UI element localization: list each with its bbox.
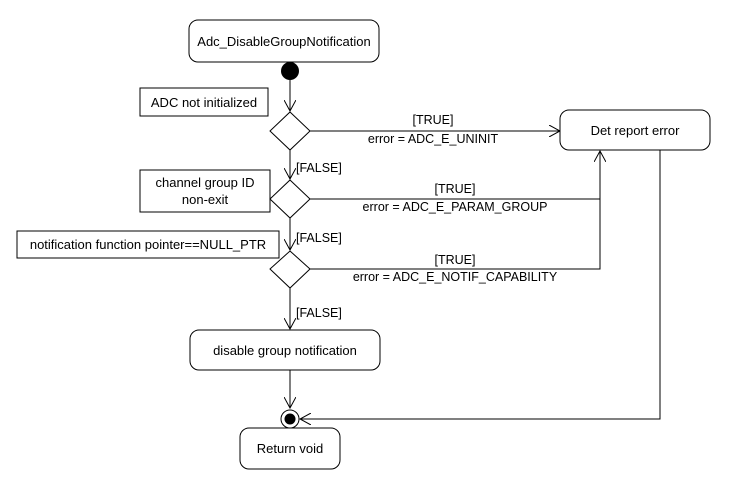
note-group-id: channel group ID non-exit <box>139 169 271 213</box>
det-report-error-node: Det report error <box>559 109 711 151</box>
initial-node <box>281 62 299 80</box>
note-not-initialized-text: ADC not initialized <box>151 95 257 110</box>
return-void-node: Return void <box>239 427 341 470</box>
guard-true2: [TRUE] <box>435 182 476 196</box>
return-void-label: Return void <box>257 441 323 456</box>
final-node <box>280 409 300 429</box>
note-not-initialized: ADC not initialized <box>139 87 269 117</box>
guard-false3: [FALSE] <box>296 306 342 320</box>
note-notif-pointer-text: notification function pointer==NULL_PTR <box>30 237 266 252</box>
note-group-id-line2: non-exit <box>182 192 229 207</box>
decision2-diamond <box>269 179 311 219</box>
disable-notification-label: disable group notification <box>213 343 357 358</box>
guard-true3: [TRUE] <box>435 253 476 267</box>
disable-notification-node: disable group notification <box>189 329 381 371</box>
guard-true1: [TRUE] <box>413 113 454 127</box>
note-group-id-line1: channel group ID <box>155 175 254 190</box>
guard-err2: error = ADC_E_PARAM_GROUP <box>363 200 548 214</box>
decision1-diamond <box>269 111 311 151</box>
start-action-node: Adc_DisableGroupNotification <box>188 19 380 63</box>
guard-false1: [FALSE] <box>296 161 342 175</box>
flow-error-to-final <box>300 150 661 419</box>
guard-err1: error = ADC_E_UNINIT <box>368 132 499 146</box>
note-notif-pointer: notification function pointer==NULL_PTR <box>16 230 280 259</box>
guard-err3: error = ADC_E_NOTIF_CAPABILITY <box>353 270 558 284</box>
start-action-label: Adc_DisableGroupNotification <box>197 34 370 49</box>
det-report-error-label: Det report error <box>591 123 681 138</box>
flow-decision3-true <box>310 151 600 270</box>
guard-false2: [FALSE] <box>296 231 342 245</box>
